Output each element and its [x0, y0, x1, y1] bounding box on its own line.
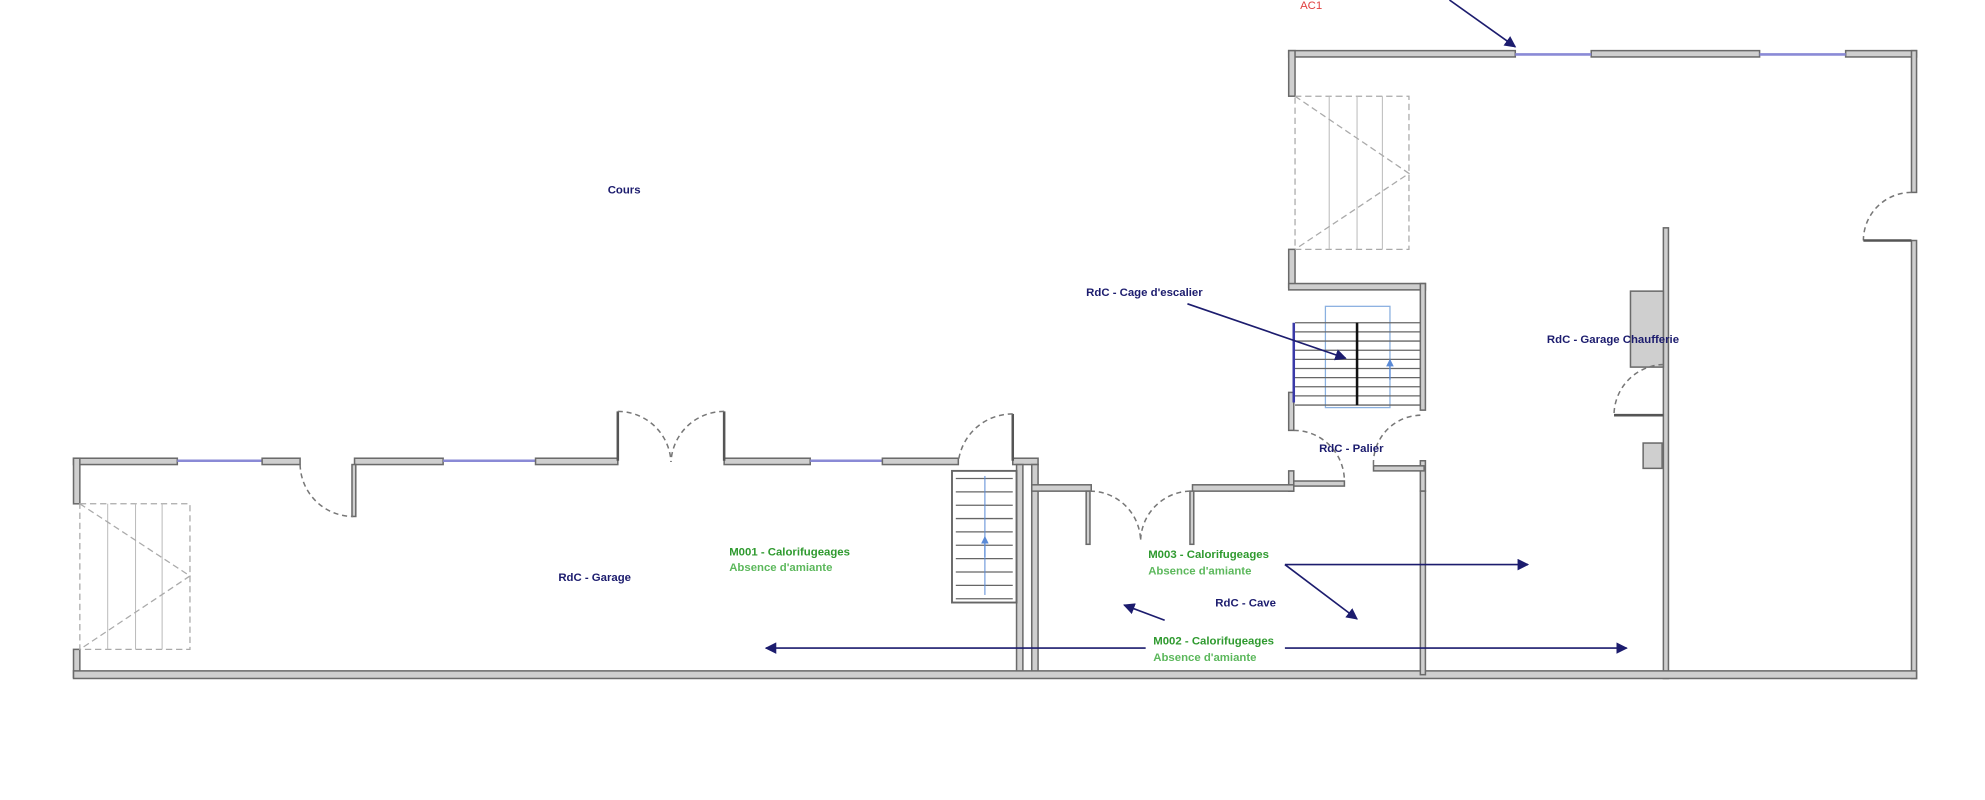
material-m003-result: Absence d'amiante: [1148, 566, 1251, 578]
material-m003-code: M003 - Calorifugeages: [1148, 549, 1269, 561]
garage-left-stair-outline: [79, 503, 192, 651]
room-label-cours: Cours: [608, 185, 641, 197]
material-m001-result: Absence d'amiante: [729, 562, 832, 574]
room-label-garage: RdC - Garage: [558, 572, 631, 584]
room-label-palier: RdC - Palier: [1319, 443, 1384, 455]
material-m002-code: M002 - Calorifugeages: [1153, 635, 1274, 647]
room-label-cage-escalier: RdC - Cage d'escalier: [1086, 287, 1203, 299]
upper-stair-outline: [1294, 95, 1411, 251]
garage-stair: [951, 469, 1018, 604]
leader-arrows: [764, 0, 1628, 654]
stair-cage-stairs: [1292, 305, 1421, 409]
room-label-cave: RdC - Cave: [1215, 597, 1276, 609]
room-label-garage-chaufferie: RdC - Garage Chaufferie: [1547, 334, 1679, 346]
cave-walls: [1030, 484, 1427, 676]
right-building-walls: [1287, 49, 1918, 680]
garage-walls: [72, 410, 1918, 680]
reference-label-ac1: AC1: [1300, 0, 1322, 12]
material-m002-result: Absence d'amiante: [1153, 652, 1256, 664]
material-m001-code: M001 - Calorifugeages: [729, 547, 850, 559]
